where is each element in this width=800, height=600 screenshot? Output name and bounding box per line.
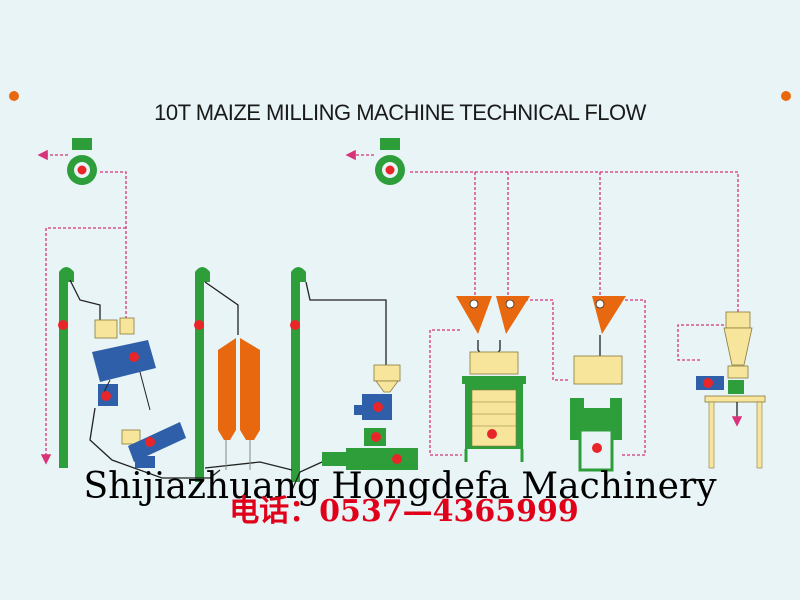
elevator-3 — [290, 267, 306, 482]
fan-right — [375, 138, 405, 185]
corner-dot-right — [781, 91, 791, 101]
elevator-1 — [58, 267, 74, 468]
company-watermark: Shijiazhuang Hongdefa Machinery — [83, 466, 717, 507]
hopper-2 — [496, 296, 530, 334]
conveyor-lines — [69, 279, 601, 491]
fan-left — [67, 138, 97, 185]
diagram-title: 10T MAIZE MILLING MACHINE TECHNICAL FLOW — [154, 100, 646, 125]
hopper-1 — [456, 296, 492, 334]
roller-mill-2 — [570, 355, 623, 472]
roller-mill-1 — [462, 351, 526, 462]
cyclone-packer — [696, 311, 766, 469]
washer-conveyor — [121, 422, 186, 468]
corner-dot-left — [9, 91, 19, 101]
hopper-3 — [592, 296, 626, 334]
degerminator — [322, 364, 418, 470]
air-pipes — [37, 149, 739, 465]
elevator-2 — [194, 267, 210, 482]
cleaning-sieve — [92, 317, 156, 411]
tempering-silos — [218, 338, 260, 470]
phone-number: 电话：0537—4365999 — [229, 494, 579, 529]
